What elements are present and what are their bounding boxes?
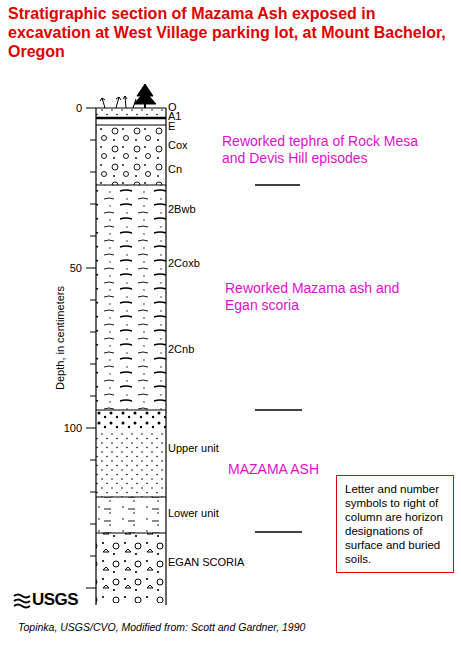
depth-tick (86, 588, 96, 589)
title: Stratigraphic section of Mazama Ash expo… (8, 4, 448, 61)
horizon-label: 2Coxb (168, 257, 218, 269)
depth-tick (90, 396, 96, 397)
unit-description: Reworked tephra of Rock Mesa and Devis H… (222, 133, 442, 167)
depth-tick (90, 140, 96, 141)
unit-label: Upper unit (168, 442, 238, 454)
depth-value: 100 (52, 422, 82, 434)
horizon-label: Cox (168, 139, 208, 151)
depth-tick (90, 300, 96, 301)
depth-value: 0 (52, 102, 82, 114)
depth-tick (90, 364, 96, 365)
unit-label: Lower unit (168, 507, 238, 519)
depth-tick (86, 428, 96, 429)
usgs-logo: USGS (32, 591, 92, 609)
unit-description: MAZAMA ASH (228, 461, 348, 478)
axis-title: Depth, in centimeters (54, 238, 66, 438)
depth-value: 50 (52, 262, 82, 274)
depth-tick (90, 556, 96, 557)
depth-tick (90, 460, 96, 461)
horizon-label: 2Bwb (168, 203, 218, 215)
unit-description: Reworked Mazama ash and Egan scoria (225, 280, 425, 314)
horizon-label: 2Cnb (168, 343, 218, 355)
horizon-label: Cn (168, 163, 208, 175)
note-text: Letter and number symbols to right of co… (345, 482, 445, 566)
depth-tick (90, 332, 96, 333)
depth-tick (86, 268, 96, 269)
credit-caption: Topinka, USGS/CVO, Modified from: Scott … (18, 621, 348, 633)
depth-tick (90, 204, 96, 205)
depth-tick (90, 172, 96, 173)
depth-tick (90, 236, 96, 237)
depth-tick (90, 492, 96, 493)
note-box: Letter and number symbols to right of co… (336, 475, 454, 573)
depth-tick (90, 524, 96, 525)
depth-tick (86, 108, 96, 109)
horizon-label: E (168, 120, 198, 132)
unit-label: EGAN SCORIA (168, 556, 258, 568)
